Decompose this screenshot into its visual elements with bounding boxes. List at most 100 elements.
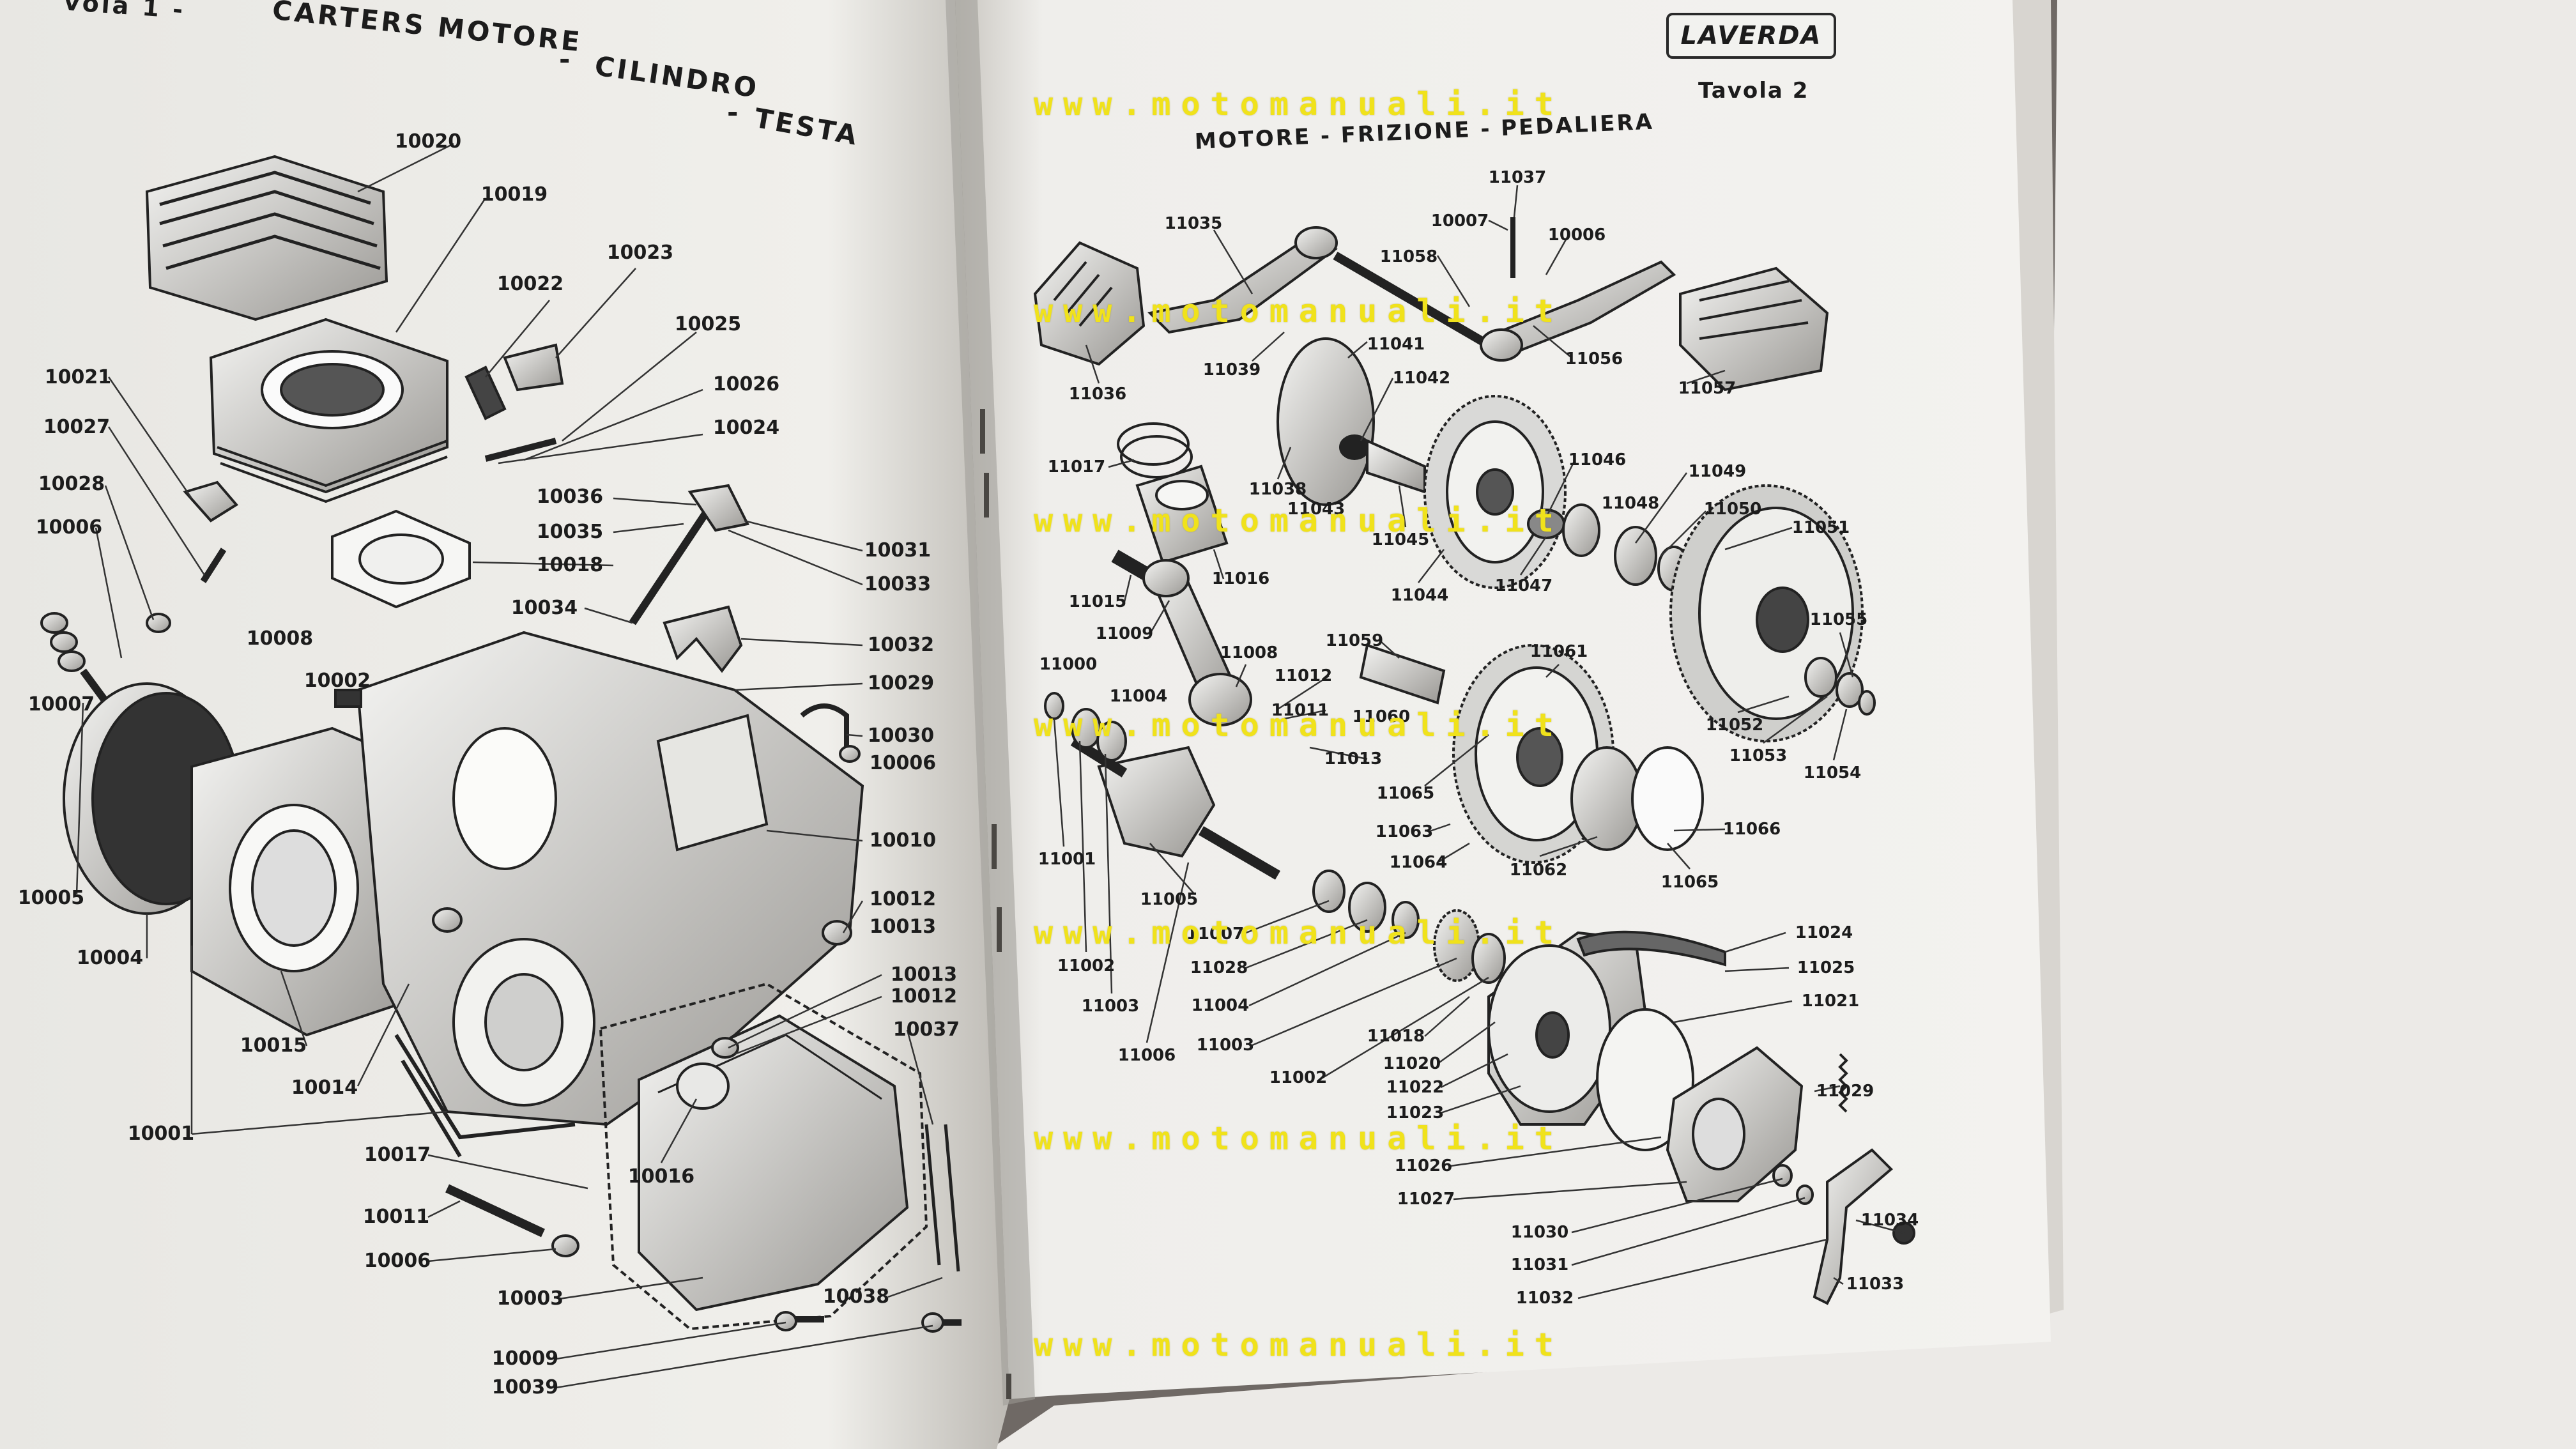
- watermark: www.motomanuali.it: [1034, 502, 1564, 539]
- part-number-label: 10012: [890, 985, 958, 1008]
- part-number-label: 11046: [1568, 450, 1627, 470]
- part-number-label: 11034: [1860, 1211, 1919, 1230]
- part-number-label: 11043: [1287, 500, 1346, 519]
- part-number-label: 11023: [1386, 1103, 1445, 1123]
- part-number-label: 11026: [1394, 1156, 1453, 1176]
- part-number-label: 11038: [1248, 480, 1307, 499]
- part-number-label: 11042: [1392, 369, 1451, 388]
- laverda-logo: LAVERDA: [1666, 13, 1836, 59]
- part-number-label: 10008: [246, 627, 314, 650]
- part-number-label: 11028: [1190, 958, 1248, 977]
- part-number-label: 10024: [712, 417, 780, 439]
- part-number-label: 11047: [1494, 576, 1553, 595]
- part-number-label: 11035: [1164, 214, 1223, 233]
- part-number-label: 11052: [1705, 716, 1764, 735]
- part-number-label: 10035: [536, 521, 604, 543]
- part-number-label: 11018: [1367, 1027, 1425, 1046]
- part-number-label: 11045: [1371, 530, 1430, 549]
- part-number-label: 10018: [536, 554, 604, 576]
- watermark: www.motomanuali.it: [1034, 1326, 1564, 1363]
- part-number-label: 10013: [869, 916, 937, 938]
- part-number-label: 11002: [1057, 956, 1116, 976]
- watermark: www.motomanuali.it: [1034, 86, 1564, 123]
- part-number-label: 10020: [394, 130, 462, 153]
- part-number-label: 11022: [1386, 1078, 1445, 1097]
- watermark: www.motomanuali.it: [1034, 914, 1564, 951]
- part-number-label: 10031: [864, 539, 931, 562]
- part-number-label: 11031: [1510, 1255, 1569, 1275]
- part-number-label: 11012: [1274, 666, 1333, 686]
- part-number-label: 11016: [1211, 569, 1270, 588]
- part-number-label: 10026: [712, 373, 780, 395]
- part-number-label: 10006: [869, 752, 937, 774]
- part-number-label: 10005: [17, 887, 85, 909]
- watermark: www.motomanuali.it: [1034, 1120, 1564, 1157]
- part-number-label: 11061: [1529, 642, 1588, 661]
- part-number-label: 10006: [364, 1250, 431, 1272]
- part-number-label: 10033: [864, 573, 931, 595]
- part-number-label: 10006: [35, 516, 103, 539]
- part-number-label: 10038: [822, 1285, 890, 1308]
- part-number-label: 11033: [1846, 1275, 1905, 1294]
- part-number-label: 11062: [1509, 861, 1568, 880]
- part-number-label: 11056: [1565, 349, 1623, 369]
- part-number-label: 11000: [1039, 655, 1098, 674]
- part-number-label: 11064: [1389, 853, 1448, 872]
- part-number-label: 11066: [1722, 820, 1781, 839]
- part-number-label: 10030: [867, 724, 935, 747]
- part-number-label: 10010: [869, 829, 937, 852]
- part-number-label: 10009: [491, 1347, 559, 1370]
- part-number-label: 10017: [364, 1144, 431, 1166]
- part-number-label: 10029: [867, 672, 935, 694]
- part-number-label: 11005: [1140, 890, 1199, 909]
- part-number-label: 11041: [1367, 335, 1425, 354]
- part-number-label: 11054: [1803, 763, 1862, 783]
- part-number-label: 10022: [496, 273, 564, 295]
- part-number-label: 11065: [1660, 873, 1719, 892]
- part-number-label: 10006: [1547, 226, 1606, 245]
- part-number-label: 11027: [1397, 1190, 1455, 1209]
- part-number-label: 11030: [1510, 1223, 1569, 1242]
- part-number-label: 11053: [1729, 746, 1788, 765]
- part-number-label: 10016: [627, 1165, 695, 1188]
- part-number-label: 11004: [1109, 687, 1168, 706]
- part-number-label: 11063: [1375, 822, 1434, 841]
- part-number-label: 10032: [867, 634, 935, 656]
- part-number-label: 11037: [1488, 168, 1547, 187]
- part-number-label: 10007: [27, 693, 95, 716]
- part-number-label: 10011: [362, 1206, 430, 1228]
- watermark: www.motomanuali.it: [1034, 707, 1564, 744]
- part-number-label: 11055: [1809, 610, 1868, 629]
- part-number-label: 11009: [1095, 624, 1154, 643]
- part-number-label: 10013: [890, 963, 958, 986]
- part-number-label: 10028: [38, 473, 105, 495]
- part-number-label: 11025: [1797, 958, 1855, 977]
- part-number-label: 10003: [496, 1287, 564, 1310]
- part-number-label: 11021: [1801, 992, 1860, 1011]
- part-number-label: 10015: [240, 1034, 307, 1057]
- part-number-label: 11020: [1383, 1054, 1441, 1073]
- part-number-label: 11011: [1271, 701, 1330, 720]
- part-number-label: 10002: [303, 670, 371, 692]
- part-number-label: 11017: [1047, 457, 1106, 477]
- part-number-label: 11049: [1688, 462, 1747, 481]
- part-number-label: 11013: [1324, 749, 1383, 769]
- part-number-label: 10007: [1430, 211, 1489, 231]
- part-number-label: 11004: [1191, 996, 1250, 1015]
- part-number-label: 11060: [1352, 707, 1411, 726]
- part-number-label: 10025: [674, 313, 742, 335]
- part-number-label: 11006: [1117, 1046, 1176, 1065]
- part-number-label: 11039: [1202, 360, 1261, 379]
- part-number-label: 11024: [1795, 923, 1853, 942]
- part-number-label: 11001: [1038, 850, 1096, 869]
- part-number-label: 11058: [1379, 247, 1438, 266]
- table-label: Tavola 2: [1698, 78, 1809, 103]
- part-number-label: 11051: [1791, 518, 1850, 537]
- part-number-label: 11036: [1068, 385, 1127, 404]
- part-number-label: 10004: [76, 947, 144, 969]
- part-number-label: 10036: [536, 486, 604, 508]
- part-number-label: 10001: [127, 1123, 195, 1145]
- part-number-label: 10037: [893, 1018, 960, 1041]
- left-page-title-part: -: [559, 43, 573, 75]
